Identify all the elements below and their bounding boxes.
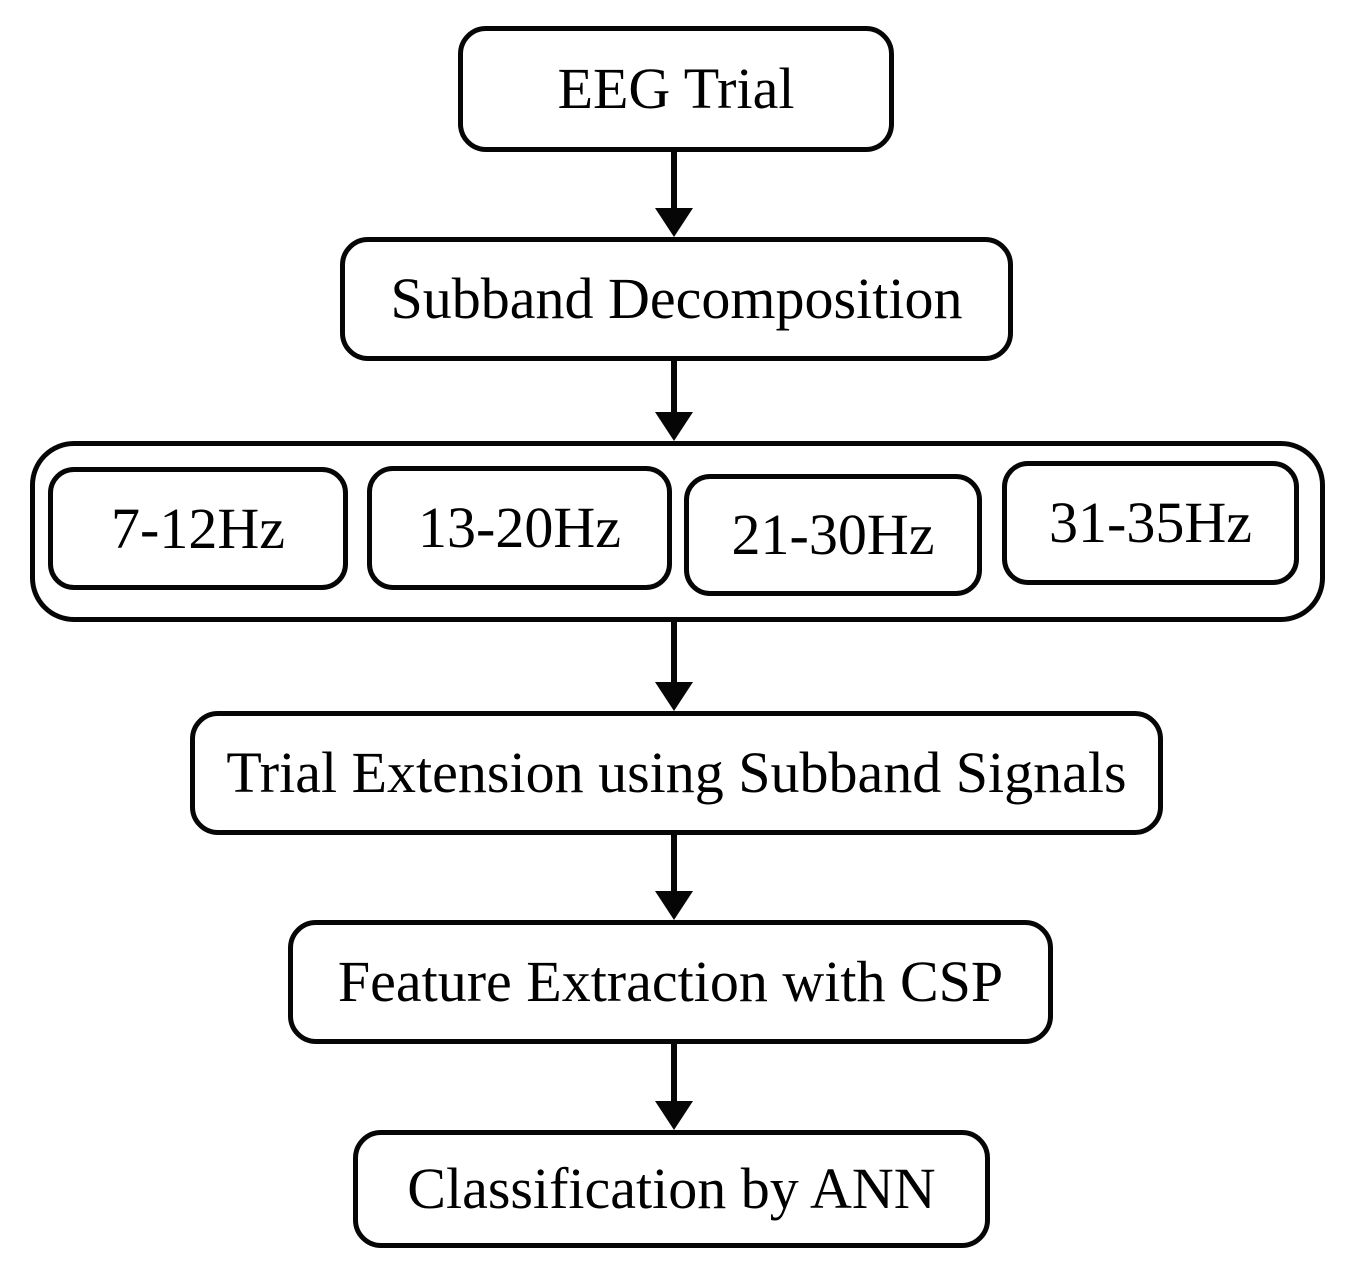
node-subband-7-12hz: 7-12Hz — [48, 467, 348, 590]
arrow-shaft — [671, 361, 677, 412]
arrow-head-icon — [655, 682, 693, 711]
arrow-shaft — [671, 835, 677, 891]
node-subband-31-35hz: 31-35Hz — [1002, 461, 1299, 585]
flow-arrow-down-icon — [655, 152, 693, 237]
arrow-shaft — [671, 1044, 677, 1101]
arrow-head-icon — [655, 891, 693, 920]
node-trial-extension: Trial Extension using Subband Signals — [190, 711, 1163, 835]
node-subband-13-20hz: 13-20Hz — [367, 466, 672, 590]
node-subband-decomposition: Subband Decomposition — [340, 237, 1013, 361]
flow-arrow-down-icon — [655, 361, 693, 441]
node-subband-21-30hz: 21-30Hz — [684, 474, 982, 596]
subband-group-container: 7-12Hz 13-20Hz 21-30Hz 31-35Hz — [30, 441, 1325, 622]
flow-arrow-down-icon — [655, 1044, 693, 1130]
node-feature-extraction: Feature Extraction with CSP — [288, 920, 1053, 1044]
flow-arrow-down-icon — [655, 622, 693, 711]
flow-arrow-down-icon — [655, 835, 693, 920]
arrow-head-icon — [655, 1101, 693, 1130]
arrow-head-icon — [655, 412, 693, 441]
arrow-shaft — [671, 622, 677, 682]
arrow-head-icon — [655, 208, 693, 237]
node-eeg-trial: EEG Trial — [458, 26, 894, 152]
arrow-shaft — [671, 152, 677, 208]
node-classification: Classification by ANN — [353, 1130, 990, 1248]
